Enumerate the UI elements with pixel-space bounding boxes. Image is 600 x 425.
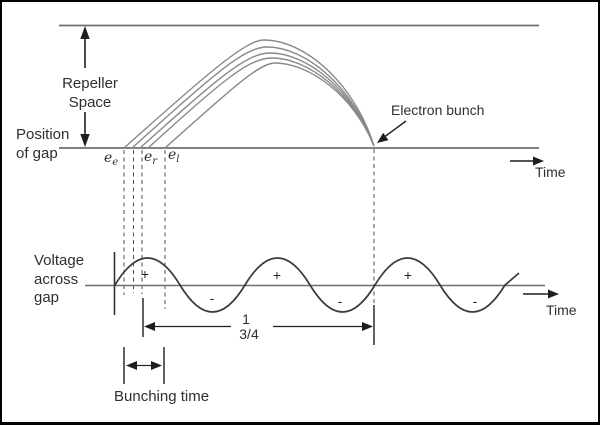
trajectory-1 (123, 39, 375, 149)
electron-bunch-arrow (377, 120, 407, 143)
time-label-bottom: Time (546, 302, 577, 318)
trajectory-2 (131, 46, 375, 149)
er-sub: r (152, 156, 158, 167)
cycles-right-arrowhead-icon (362, 322, 373, 331)
voltage-label-line2: across (34, 270, 79, 288)
time-arrow-top-head-icon (533, 156, 544, 166)
cycles-left-arrowhead-icon (144, 322, 155, 331)
trajectory-5 (164, 62, 375, 149)
el-base: e (168, 147, 177, 163)
bunching-time-label: Bunching time (114, 388, 210, 405)
time-arrow-bottom-head-icon (548, 289, 559, 299)
polarity-plus-1: + (140, 266, 150, 282)
trajectory-3 (139, 52, 375, 149)
bunching-left-arrowhead-icon (126, 361, 137, 370)
polarity-minus-3: - (472, 293, 478, 309)
electron-bunch-label: Electron bunch (391, 102, 485, 118)
voltage-label-line3: gap (34, 289, 60, 306)
polarity-minus-1: - (209, 290, 215, 306)
bunching-right-arrowhead-icon (151, 361, 162, 370)
ee-base: e (104, 150, 113, 166)
polarity-minus-2: - (337, 293, 343, 309)
cycles-dimension (142, 298, 375, 345)
trajectory-4 (147, 57, 375, 149)
cycles-count-fraction: 3/4 (239, 326, 259, 342)
voltage-label-line1: Voltage (34, 252, 85, 269)
position-of-gap-line2: of gap (16, 145, 58, 162)
bunching-time-dimension (123, 347, 165, 384)
time-arrow-bottom (523, 289, 559, 299)
electron-label-el: el (168, 147, 180, 165)
repeller-space-label: Repeller Space (58, 74, 122, 112)
er-base: e (144, 149, 153, 165)
repeller-space-arrow (80, 26, 90, 147)
repeller-space-line1: Repeller (62, 75, 118, 92)
position-of-gap-line1: Position (16, 126, 70, 143)
time-label-top: Time (535, 164, 566, 180)
gap-voltage-sine-wave (114, 257, 520, 313)
voltage-across-gap-label: Voltage across gap (34, 252, 84, 308)
polarity-plus-3: + (403, 267, 413, 283)
time-arrow-top (510, 156, 544, 166)
position-of-gap-label: Position of gap (16, 125, 69, 163)
el-sub: l (176, 154, 180, 165)
bunch-arrow-head-icon (377, 132, 389, 143)
ee-sub: e (112, 157, 119, 168)
polarity-plus-2: + (272, 267, 282, 283)
cycles-count-numerator: 1 (242, 311, 250, 327)
arrow-up-head-icon (80, 26, 90, 39)
electron-label-er: er (144, 149, 157, 167)
electron-trajectories (123, 39, 375, 149)
repeller-space-line2: Space (68, 94, 112, 111)
arrow-down-head-icon (80, 134, 90, 147)
electron-label-ee: ee (104, 150, 118, 168)
bunch-arrow-shaft (384, 120, 407, 138)
